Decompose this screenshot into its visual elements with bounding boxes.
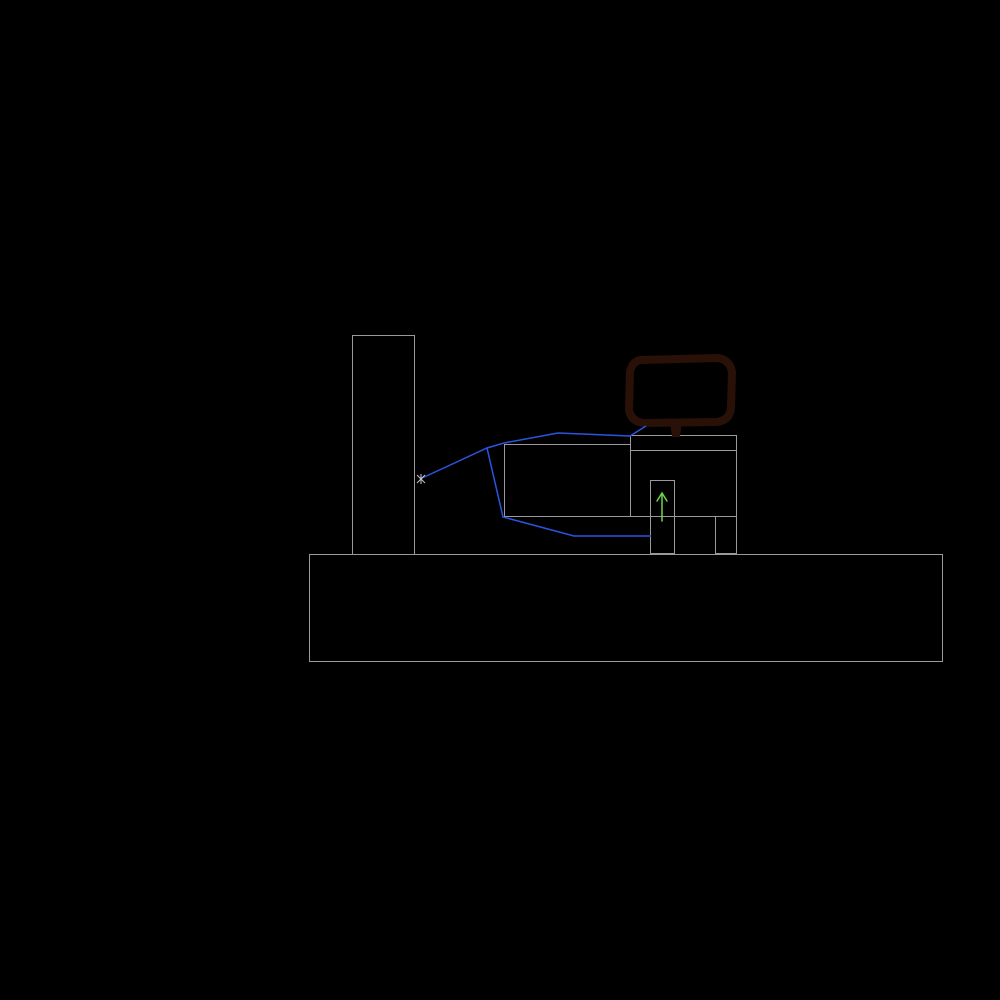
monitor-screen: [625, 354, 736, 427]
up-arrow-icon[interactable]: [656, 491, 668, 522]
machine-top-panel: [630, 435, 737, 451]
monitor-stand: [669, 422, 683, 437]
cursor-sparkle-icon: [416, 474, 426, 484]
rope-loop-line: [486, 447, 651, 537]
rope-line: [419, 425, 647, 480]
ground-platform: [309, 554, 943, 662]
tall-pillar: [352, 335, 415, 555]
right-leg-block: [715, 516, 737, 554]
